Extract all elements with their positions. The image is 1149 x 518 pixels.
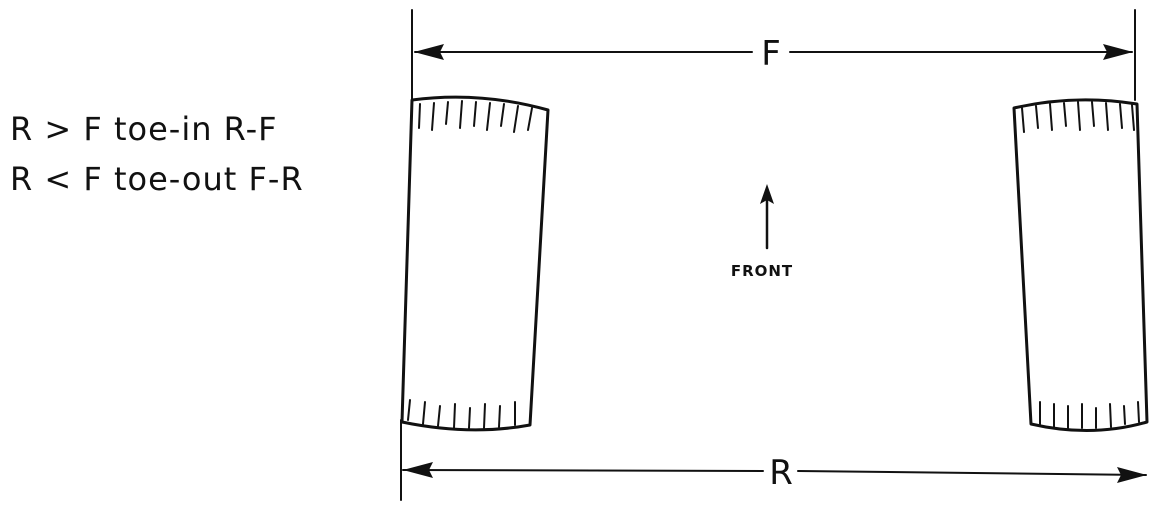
front-dimension-label: F — [761, 34, 781, 74]
left-tire — [400, 95, 550, 432]
front-arrow-icon — [760, 184, 774, 204]
right-tire-outline — [1012, 98, 1149, 433]
left-tire-outline — [400, 95, 550, 432]
rear-left-arrowhead — [403, 462, 433, 478]
front-right-arrowhead — [1103, 44, 1133, 60]
rear-dimension: R — [400, 419, 1147, 501]
right-tire-bottom-tread — [1039, 401, 1140, 429]
rear-dimension-label: R — [769, 453, 793, 493]
front-direction-label: FRONT — [731, 262, 793, 280]
rear-dimension-line-left — [402, 469, 764, 472]
left-tire-top-tread — [418, 100, 533, 133]
rear-dimension-line-right — [797, 470, 1147, 476]
toe-in-note: R > F toe-in R-F — [10, 110, 278, 148]
toe-out-note: R < F toe-out F-R — [10, 160, 304, 198]
left-tire-bottom-tread — [407, 399, 516, 429]
rear-right-arrowhead — [1117, 467, 1147, 483]
front-left-arrowhead — [414, 44, 444, 60]
right-tire — [1012, 98, 1149, 433]
right-tire-top-tread — [1021, 101, 1135, 133]
front-direction-indicator: FRONT — [731, 184, 793, 280]
front-dimension: F — [411, 9, 1136, 101]
